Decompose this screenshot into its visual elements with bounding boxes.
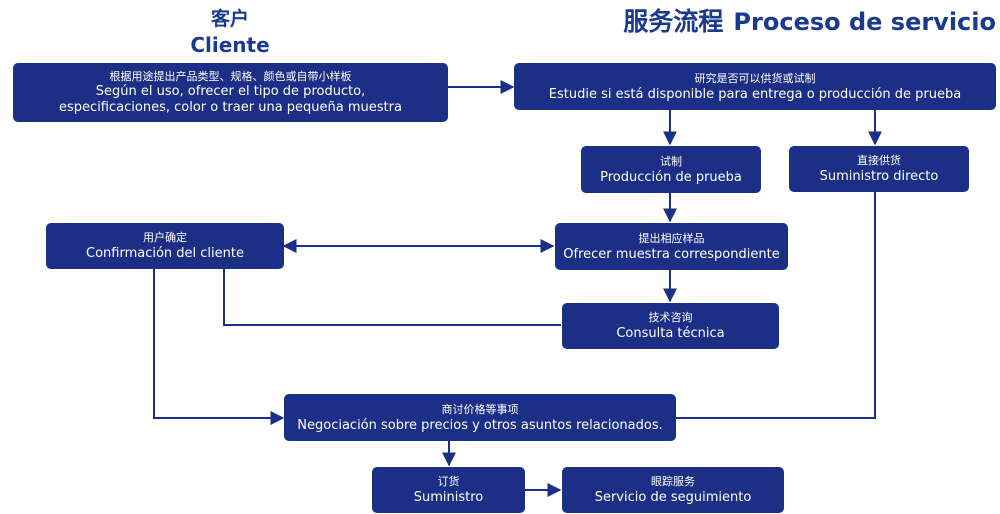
node-consult-es: Consulta técnica (616, 326, 725, 341)
node-sample-es: Ofrecer muestra correspondiente (563, 246, 780, 262)
node-study: 研究是否可以供货或试制 Estudie si está disponible p… (514, 63, 996, 110)
page-title-zh: 服务流程 (623, 7, 724, 36)
node-follow-es: Servicio de seguimiento (594, 490, 752, 505)
node-negotiate-es: Negociación sobre precios y otros asunto… (297, 417, 663, 433)
page-title: 服务流程 Proceso de servicio (623, 2, 996, 38)
node-sample: 提出相应样品 Ofrecer muestra correspondiente (555, 223, 788, 270)
node-start-es-line2: especificaciones, color o traer una pequ… (59, 100, 402, 115)
customer-heading-es: Cliente (190, 33, 270, 57)
line-consult-to-confirm (223, 269, 561, 326)
node-consult: 技术咨询 Consulta técnica (562, 303, 779, 349)
line-direct-to-negotiate (676, 192, 876, 419)
node-follow-zh: 眼踪服务 (651, 475, 695, 488)
node-confirm-zh: 用户确定 (143, 231, 187, 244)
node-follow: 眼踪服务 Servicio de seguimiento (562, 467, 784, 513)
node-consult-zh: 技术咨询 (648, 311, 693, 324)
node-start-es-line1: Según el uso, ofrecer el tipo de product… (95, 84, 366, 99)
node-order-es: Suministro (413, 490, 484, 505)
node-study-es: Estudie si está disponible para entrega … (548, 86, 962, 102)
node-confirm: 用户确定 Confirmación del cliente (46, 223, 284, 269)
node-order: 订货 Suministro (372, 467, 525, 513)
node-study-zh: 研究是否可以供货或试制 (694, 71, 816, 85)
node-negotiate-zh: 商讨价格等事项 (441, 402, 519, 416)
customer-heading-zh: 客户 (210, 8, 249, 30)
node-direct-zh: 直接供货 (857, 154, 901, 167)
node-sample-zh: 提出相应样品 (638, 231, 705, 245)
node-direct-es: Suministro directo (819, 169, 939, 184)
node-confirm-es: Confirmación del cliente (86, 246, 244, 261)
arrow-confirm-to-negotiate (153, 269, 285, 425)
node-trial: 试制 Producción de prueba (581, 146, 761, 193)
customer-heading: 客户 Cliente (150, 6, 310, 58)
node-trial-es: Producción de prueba (600, 169, 742, 185)
node-start: 根据用途提出产品类型、规格、颜色或自带小样板 Según el uso, ofr… (13, 63, 448, 122)
node-trial-zh: 试制 (660, 154, 682, 168)
node-direct: 直接供货 Suministro directo (789, 146, 969, 192)
page-title-es: Proceso de servicio (733, 8, 996, 36)
node-order-zh: 订货 (437, 475, 460, 488)
node-start-zh: 根据用途提出产品类型、规格、颜色或自带小样板 (109, 70, 352, 83)
node-negotiate: 商讨价格等事项 Negociación sobre precios y otro… (284, 394, 676, 441)
